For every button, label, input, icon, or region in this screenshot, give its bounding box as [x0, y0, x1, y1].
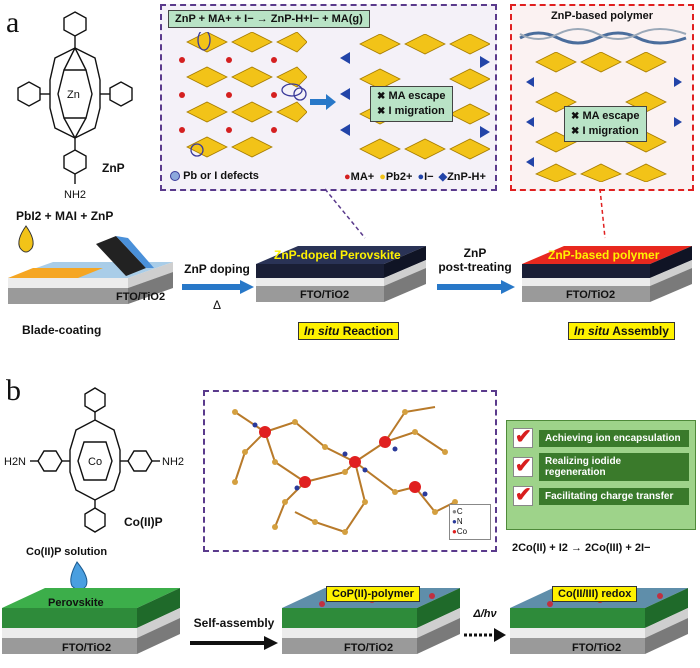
film3-substrate: FTO/TiO2 [566, 289, 615, 301]
amine-label: NH2 [64, 189, 86, 201]
benefit-item: Achieving ion encapsulation [513, 424, 689, 450]
step1-label: ZnP doping [184, 262, 250, 276]
film3-label: ZnP-based polymer [548, 248, 660, 262]
cop-label: Co(II)P [124, 515, 163, 529]
blade-coating-caption: Blade-coating [22, 323, 102, 337]
escape-item: MA escape [388, 90, 446, 102]
cop-molecule: Co H2N NH2 Co(II)P [4, 387, 184, 533]
panel-b-letter: b [6, 374, 21, 407]
self-assembly-label: Self-assembly [193, 616, 275, 630]
perovskite-film-b: Perovskite FTO/TiO2 [2, 561, 180, 654]
polymer-film: ZnP-based polymer FTO/TiO2 [522, 246, 692, 302]
redox-film: FTO/TiO2 [510, 588, 688, 654]
light-label: Δ/hν [473, 608, 497, 620]
migration-item: I migration [388, 105, 445, 117]
self-assembly-arrow [190, 636, 278, 650]
crystal-with-defects [179, 32, 307, 158]
redox-equation: 2Co(II) + I2 → 2Co(III) + 2I− [512, 542, 651, 554]
znp-label: ZnP [102, 161, 125, 175]
light-arrow [464, 628, 506, 642]
step2-arrow [437, 280, 515, 294]
in-situ-assembly-tag: In situ Assembly [568, 322, 675, 340]
cop-polymer-tag: CoP(II)-polymer [326, 586, 420, 602]
co-center-label: Co [88, 456, 102, 468]
step1-delta: Δ [212, 298, 221, 312]
polymer-mechanism-box: ZnP-based polymer ✖ MA escape ✖ I migrat… [510, 4, 694, 191]
defects-legend: Pb or I defects [170, 170, 259, 182]
blade-coating-film: FTO/TiO2 [8, 225, 173, 304]
znp-molecule: Zn NH2 ZnP [17, 11, 133, 201]
film-b1-substrate: FTO/TiO2 [62, 642, 111, 654]
crystal-structure-box: ●C ●N ●Co [203, 390, 497, 552]
escape-box-1: ✖ MA escape ✖ I migration [370, 86, 453, 122]
polymer-crystal [526, 52, 682, 182]
film-b3-substrate: FTO/TiO2 [572, 642, 621, 654]
polymer-title: ZnP-based polymer [550, 10, 654, 22]
doped-perovskite-film: ZnP-doped Perovskite FTO/TiO2 [256, 246, 426, 302]
solution-label: Co(II)P solution [26, 546, 108, 558]
doping-mechanism-box: ZnP + MA+ + I− → ZnP-H+I− + MA(g) [160, 4, 497, 191]
in-situ-reaction-tag: In situ Reaction [298, 322, 400, 340]
benefit-item: Realizing iodide regeneration [513, 453, 689, 481]
checkmark-icon [513, 482, 533, 507]
crystal-network [232, 406, 458, 535]
benefit-item: Facilitating charge transfer [513, 482, 689, 508]
species-legend: ●MA+ ●Pb2+ ●I− ◆ZnP-H+ [344, 170, 486, 184]
amine-left-label: H2N [4, 456, 26, 468]
checkmark-icon [513, 424, 533, 449]
film2-substrate: FTO/TiO2 [300, 289, 349, 301]
cop-polymer-film: FTO/TiO2 [282, 588, 460, 654]
benefits-box: Achieving ion encapsulation Realizing io… [506, 420, 696, 530]
zn-center-label: Zn [67, 89, 80, 101]
panel-a-letter: a [6, 6, 20, 39]
step2-label: ZnP post-treating [438, 246, 512, 274]
film-b2-substrate: FTO/TiO2 [344, 642, 393, 654]
step1-arrow [182, 280, 254, 294]
defect-marker-icon [170, 171, 180, 182]
film2-label: ZnP-doped Perovskite [274, 248, 401, 262]
checkmark-icon [513, 453, 533, 478]
atom-legend: ●C ●N ●Co [449, 504, 491, 540]
film1-substrate: FTO/TiO2 [116, 291, 165, 303]
amine-right-label: NH2 [162, 456, 184, 468]
escape-box-2: ✖ MA escape ✖ I migration [564, 106, 647, 142]
polymer-chain [519, 28, 687, 45]
redox-tag: Co(II/III) redox [552, 586, 638, 602]
reaction-equation: ZnP + MA+ + I− → ZnP-H+I− + MA(g) [168, 10, 370, 28]
transform-arrow [310, 94, 336, 110]
perovskite-label: Perovskite [48, 597, 104, 609]
precursor-label: PbI2 + MAI + ZnP [16, 209, 114, 223]
callout-lines [324, 188, 606, 239]
